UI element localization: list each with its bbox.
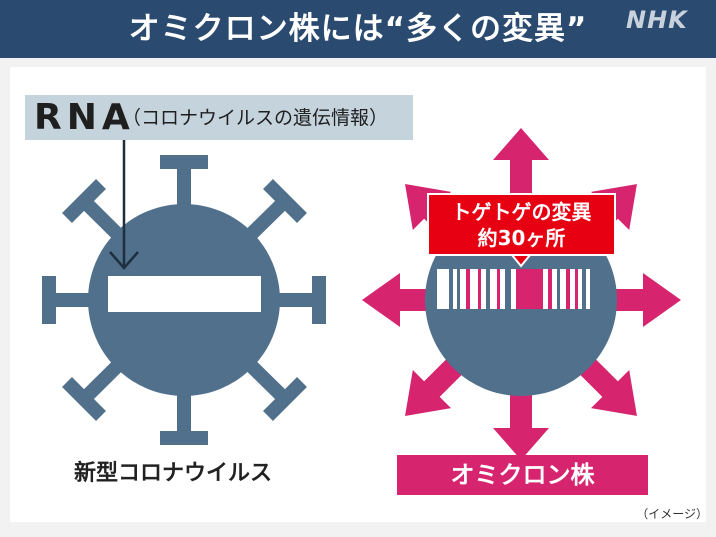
header-bar	[0, 0, 716, 58]
rna-label: RNA	[34, 97, 135, 138]
spike-tips	[42, 155, 326, 445]
rna-strand	[108, 276, 261, 312]
mutation-callout-line1: トゲトゲの変異	[451, 200, 592, 224]
omicron-rna-strand	[437, 269, 590, 309]
rna-pointer-arrowhead	[109, 251, 139, 270]
image-note: （イメージ）	[636, 507, 708, 521]
nhk-logo: NHK	[626, 6, 688, 34]
rna-label-box	[25, 95, 413, 140]
mutation-callout-line2: 約30ヶ所	[477, 226, 566, 250]
rna-description: （コロナウイルスの遺伝情報）	[122, 107, 389, 129]
coronavirus-caption: 新型コロナウイルス	[74, 461, 273, 486]
coronavirus-graphic	[42, 155, 326, 445]
mutation-callout: トゲトゲの変異 約30ヶ所	[427, 193, 616, 256]
page-title: オミクロン株には“多くの変異”	[128, 11, 588, 47]
omicron-caption: オミクロン株	[397, 455, 648, 495]
